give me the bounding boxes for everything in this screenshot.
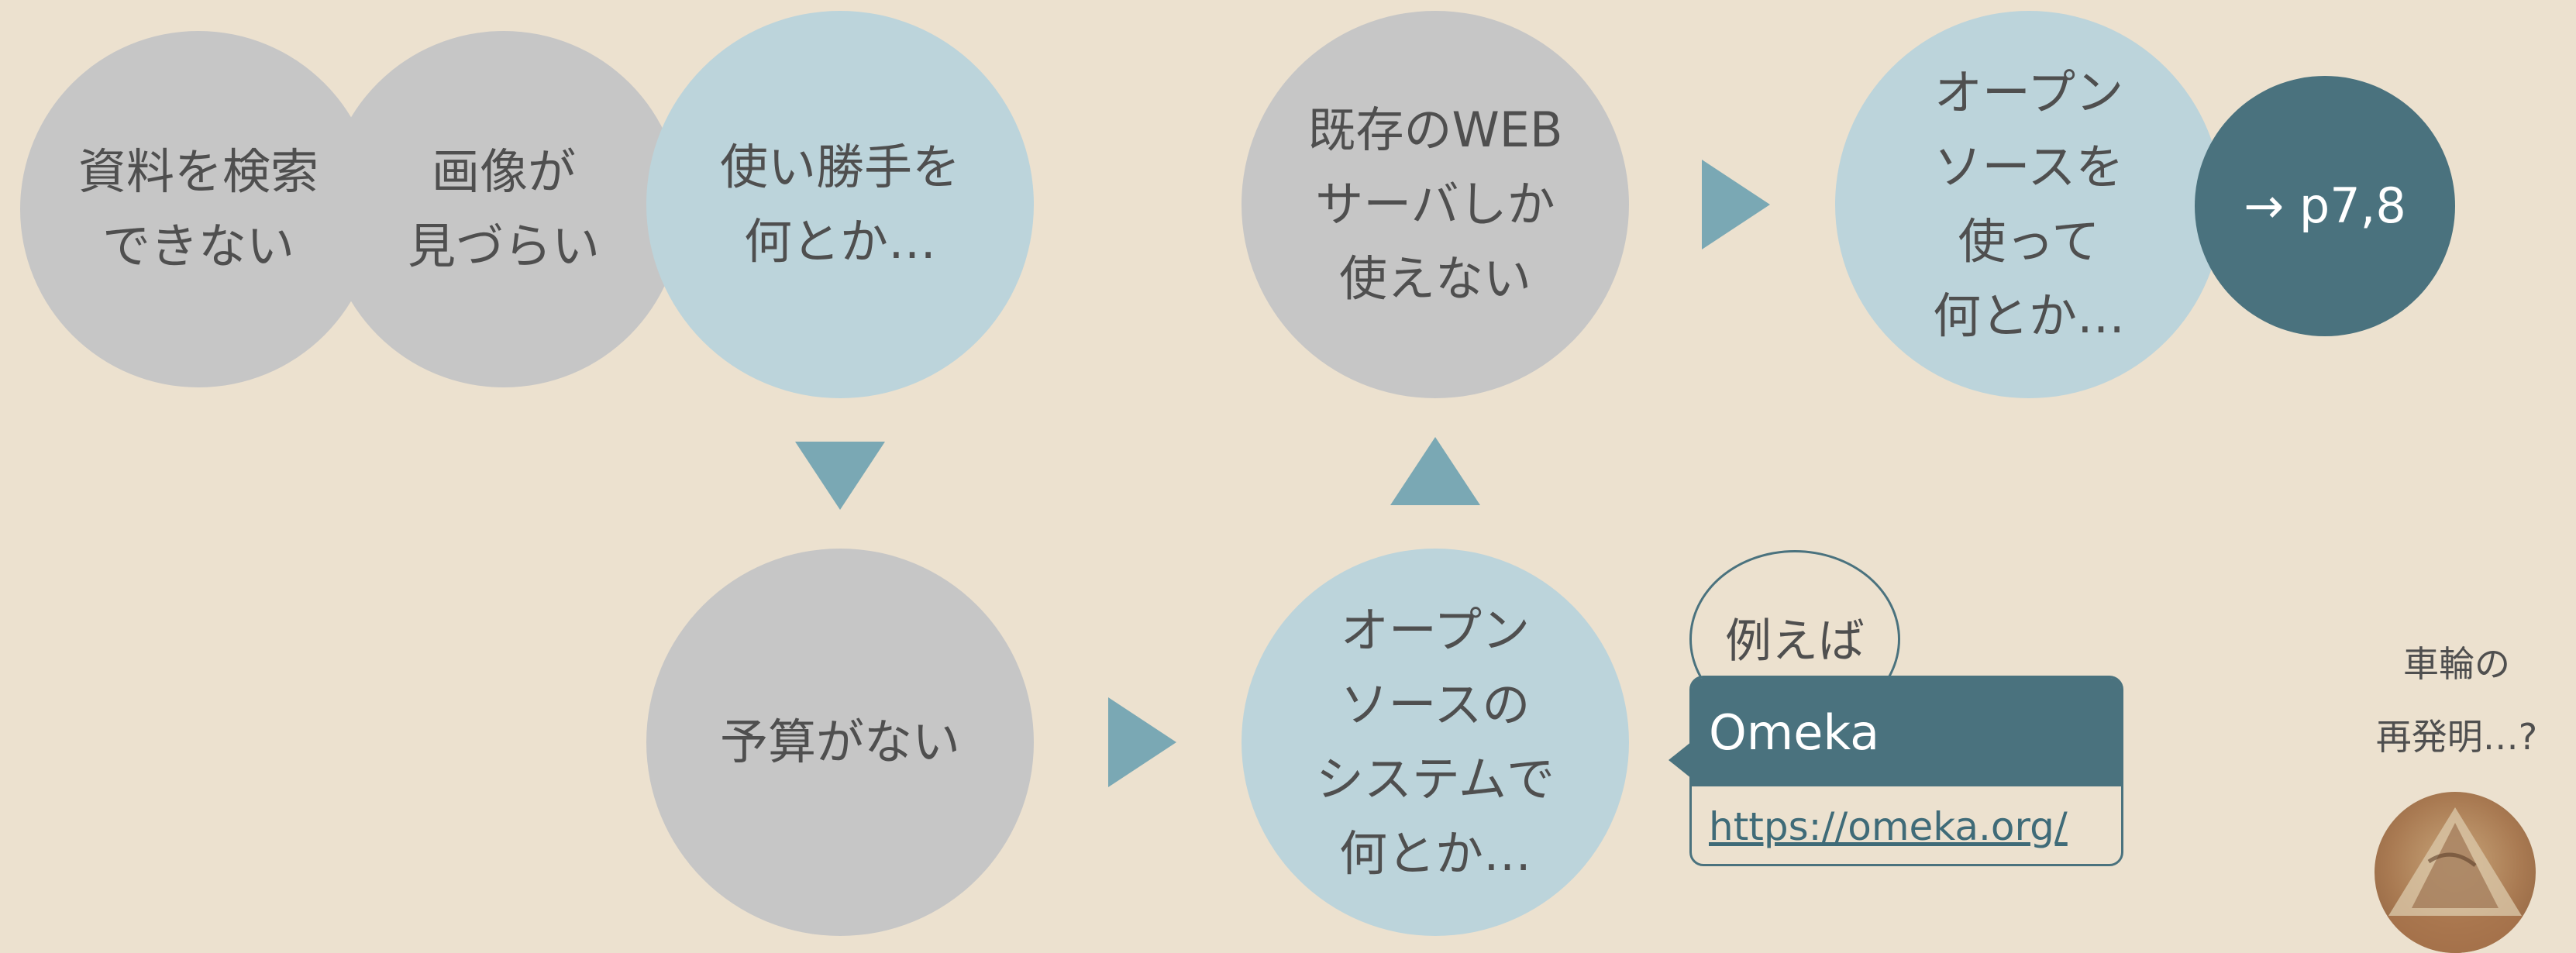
node-web-server-limit-label: 既存のWEB サーバしか 使えない <box>1307 101 1563 307</box>
triangle-right-icon <box>1108 697 1176 787</box>
node-image-problem: 画像が 見づらい <box>325 31 682 387</box>
node-search-problem-label: 資料を検索 できない <box>77 143 319 274</box>
example-card-title: Omeka <box>1692 678 2121 786</box>
omeka-link[interactable]: https://omeka.org/ <box>1709 804 2068 849</box>
node-open-source-system: オープン ソースの システムで 何とか… <box>1242 549 1629 936</box>
node-open-source-system-label: オープン ソースの システムで 何とか… <box>1315 602 1555 882</box>
node-use-open-source: オープン ソースを 使って 何とか… <box>1835 11 2223 398</box>
node-page-reference: → p7,8 <box>2195 76 2455 336</box>
node-page-reference-label: → p7,8 <box>2244 177 2406 234</box>
node-use-open-source-label: オープン ソースを 使って 何とか… <box>1932 64 2125 344</box>
node-no-budget: 予算がない <box>646 549 1034 936</box>
example-bubble-label: 例えば <box>1725 614 1865 669</box>
node-image-problem-label: 画像が 見づらい <box>407 143 600 274</box>
example-card: Omeka https://omeka.org/ <box>1669 676 2123 866</box>
node-no-budget-label: 予算がない <box>719 714 960 770</box>
triangle-up-icon <box>1390 437 1480 505</box>
example-title-text: Omeka <box>1709 704 1880 761</box>
triangle-down-icon <box>795 442 885 510</box>
card-pointer-icon <box>1669 741 1692 779</box>
mountain-painting-icon <box>2375 807 2536 953</box>
triangle-right-icon <box>1702 160 1770 249</box>
node-usability: 使い勝手を 何とか… <box>646 11 1034 398</box>
side-note: 車輪の 再発明…? <box>2375 643 2538 758</box>
node-usability-label: 使い勝手を 何とか… <box>719 139 960 270</box>
node-search-problem: 資料を検索 できない <box>20 31 377 387</box>
node-web-server-limit: 既存のWEB サーバしか 使えない <box>1242 11 1629 398</box>
avatar-image <box>2375 792 2536 953</box>
